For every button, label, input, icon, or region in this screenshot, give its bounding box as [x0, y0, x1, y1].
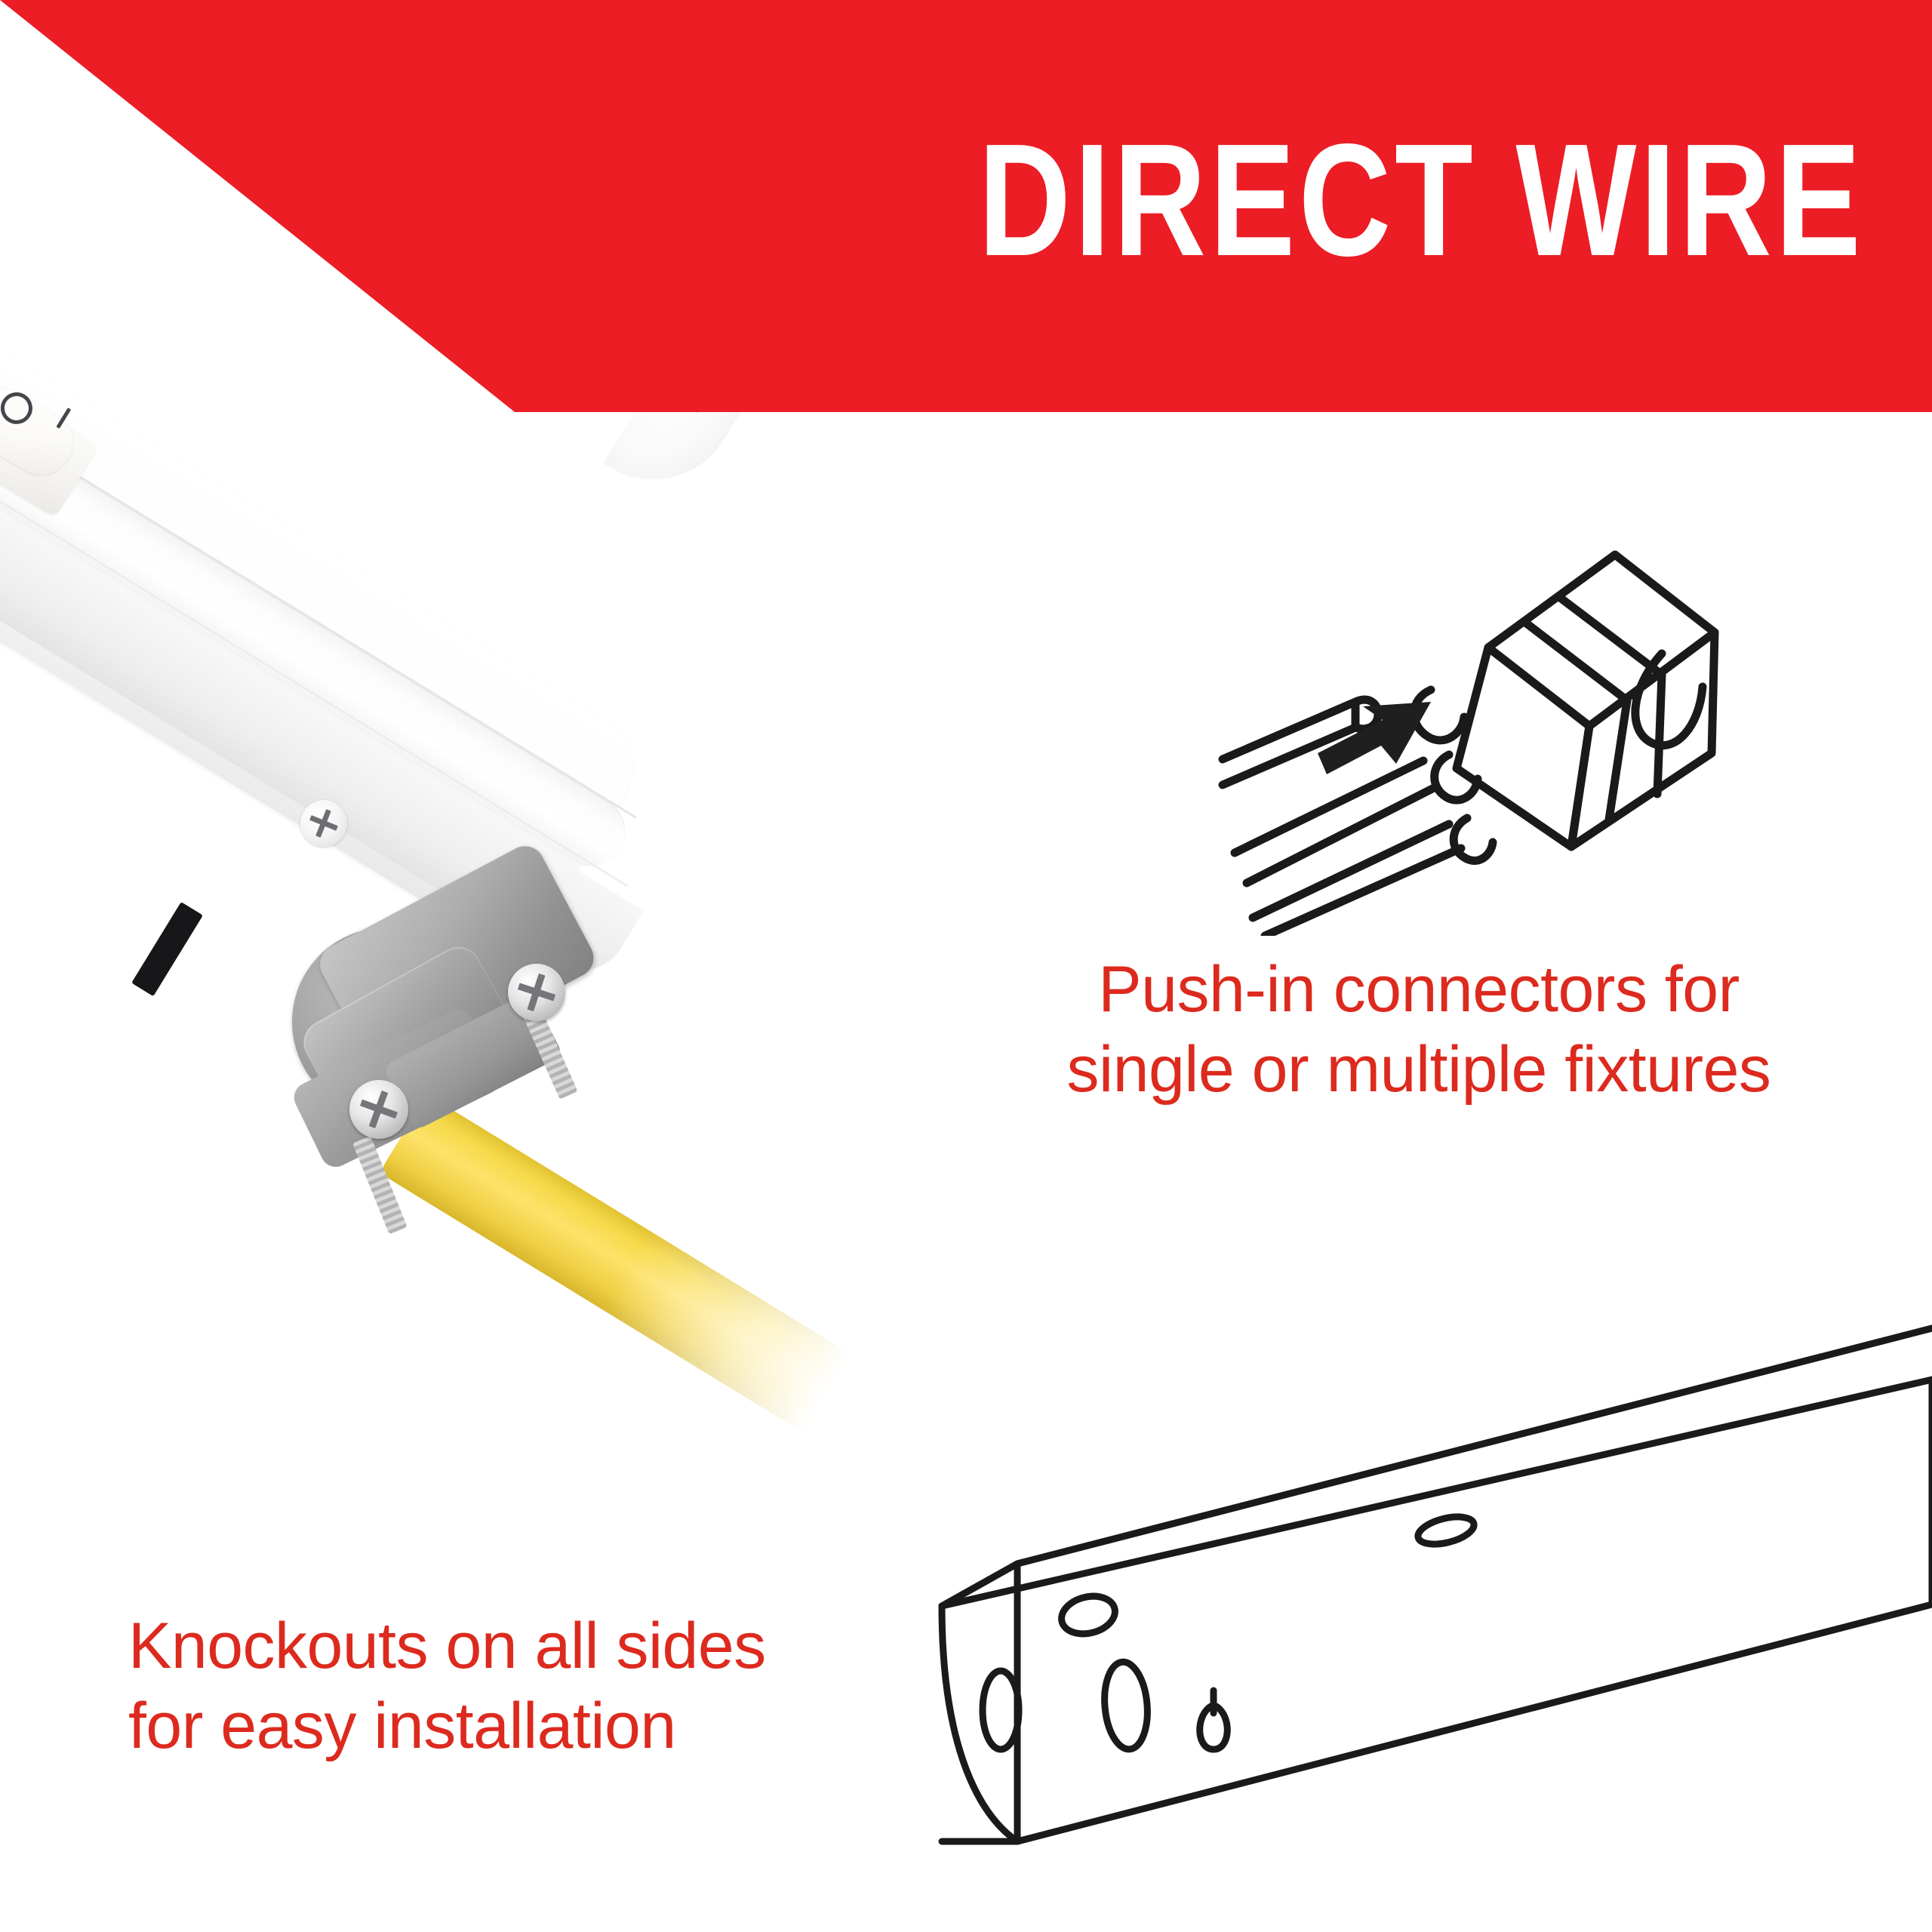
housing-top-far-edge: [1014, 1324, 1932, 1567]
push-in-connector-svg: [1218, 550, 1719, 940]
insertion-arrow-icon: [1318, 702, 1431, 774]
knockout-hole-top-far: [1414, 1513, 1478, 1548]
knockouts-caption: Knockouts on all sides for easy installa…: [128, 1606, 958, 1766]
knockout-slot: [131, 902, 203, 997]
page-title: DIRECT WIRE: [978, 110, 1865, 289]
knockout-housing-svg: [938, 1324, 1932, 1845]
caption-line-1: Push-in connectors for: [1098, 953, 1740, 1026]
knockout-hole-front-face: [1101, 1658, 1151, 1753]
push-in-connector-diagram: [1208, 528, 1736, 940]
connector-rib-1: [1520, 617, 1632, 705]
connector-port-1: [1410, 685, 1469, 745]
keyhole-slot-bulb: [1196, 1702, 1231, 1753]
connector-rib-2: [1604, 696, 1632, 824]
caption-line-2: for easy installation: [128, 1690, 676, 1762]
clamp-bolt-lower: [352, 1136, 408, 1235]
product-photo: [0, 15, 951, 1433]
connector-rib-4: [1653, 670, 1666, 798]
caption-line-1: Knockouts on all sides: [128, 1610, 766, 1682]
wire-1-upper: [1218, 697, 1360, 764]
connector-top-face: [1484, 550, 1719, 731]
knockout-hole-top-near: [1058, 1592, 1118, 1638]
connector-port-2: [1430, 750, 1482, 804]
connector-rib-3: [1555, 592, 1666, 679]
housing-rounded-bottom: [938, 1602, 1021, 1845]
cable-clamp: [268, 839, 623, 1241]
mounting-screw-icon: [300, 800, 347, 847]
housing-front-bottom-edge: [1014, 1601, 1932, 1845]
connector-front-face: [1452, 643, 1594, 851]
connector-right-face: [1567, 628, 1719, 851]
phillips-screw-icon-upper: [508, 964, 565, 1021]
knockout-hole-end-face: [979, 1667, 1023, 1753]
connector-relief-slot: [1631, 649, 1707, 750]
wire-3-lower: [1260, 844, 1466, 940]
caption-line-2: single or multiple fixtures: [1066, 1033, 1771, 1106]
housing-top-edge-front: [938, 1376, 1932, 1610]
wire-2-upper: [1230, 756, 1428, 857]
wire-2-lower: [1242, 783, 1438, 888]
connector-port-3: [1449, 814, 1497, 865]
phillips-screw-icon-lower: [349, 1080, 408, 1139]
light-fixture: [0, 15, 951, 1433]
knockout-housing-diagram: [928, 1313, 1932, 1857]
wire-3-upper: [1248, 820, 1454, 922]
push-in-connectors-caption: Push-in connectors for single or multipl…: [936, 949, 1902, 1109]
wire-1-lower: [1218, 723, 1360, 789]
